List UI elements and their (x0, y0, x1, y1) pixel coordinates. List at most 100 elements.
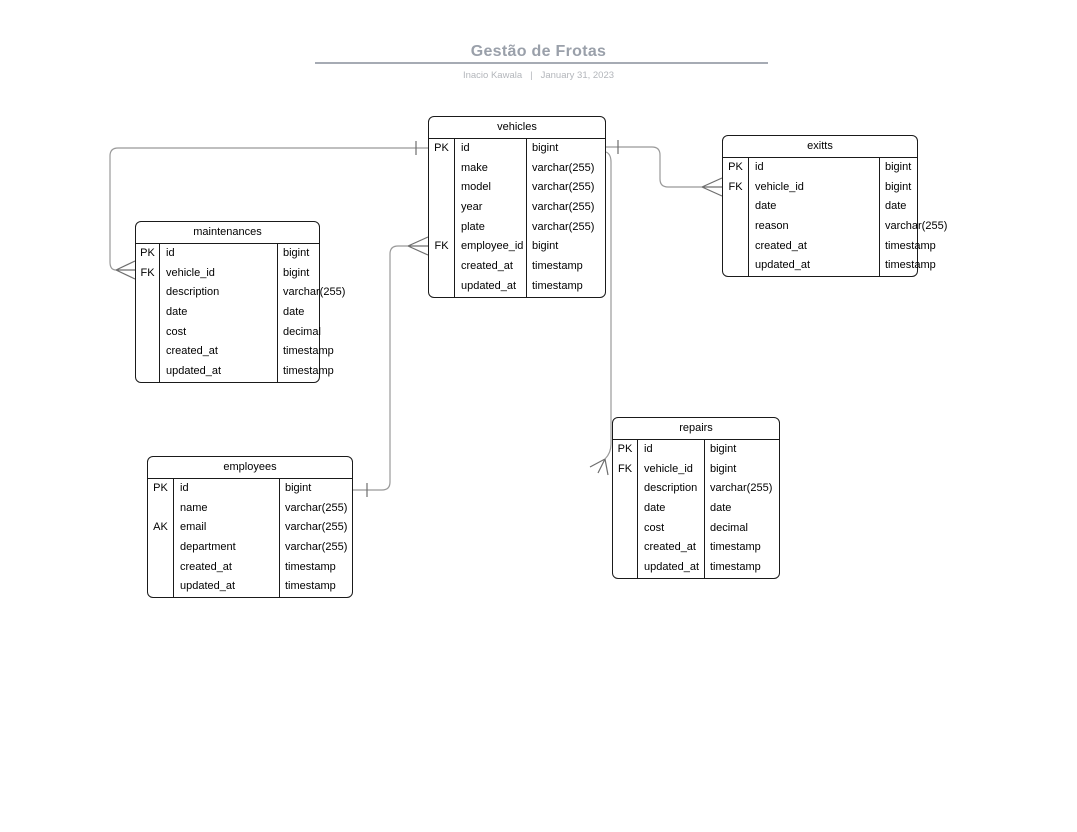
table-title: employees (148, 457, 352, 479)
type-cell: timestamp (283, 365, 334, 378)
title-rule (315, 62, 768, 64)
field-cell: vehicle_id (160, 263, 278, 284)
key-cell (148, 557, 174, 578)
key-cell: FK (613, 459, 638, 480)
diagram-date: January 31, 2023 (540, 70, 615, 81)
field-cell: created_at (749, 236, 880, 257)
type-cell: bigint (532, 240, 559, 253)
relationship-vehicles-exitts (606, 140, 723, 197)
key-cell (148, 498, 174, 519)
table-title: repairs (613, 418, 779, 440)
field-cell: cost (160, 322, 278, 343)
type-cell: timestamp (885, 239, 936, 252)
type-cell: bigint (885, 180, 912, 193)
key-cell: FK (723, 177, 749, 198)
crow-foot-icon (115, 260, 136, 280)
relationship-employees-vehicles (353, 236, 429, 497)
type-cell: timestamp (710, 561, 761, 574)
key-cell: FK (136, 263, 160, 284)
key-cell (136, 362, 160, 382)
key-cell: AK (148, 518, 174, 539)
key-cell (613, 558, 638, 578)
crow-foot-icon (589, 458, 609, 476)
type-cell: bigint (885, 161, 912, 173)
type-cell: bigint (285, 482, 312, 494)
key-cell: PK (148, 479, 174, 499)
field-cell: vehicle_id (638, 459, 705, 480)
subtitle-separator: | (530, 70, 533, 81)
type-cell: decimal (710, 521, 748, 534)
table-title: maintenances (136, 222, 319, 244)
field-cell: created_at (160, 342, 278, 363)
key-cell (148, 577, 174, 598)
table-title: vehicles (429, 117, 605, 139)
field-cell: id (160, 244, 278, 264)
type-cell: date (885, 200, 907, 213)
field-cell: reason (749, 217, 880, 237)
diagram-title: Gestão de Frotas (470, 43, 607, 60)
table-title: exitts (723, 136, 917, 158)
field-cell: department (174, 538, 280, 558)
key-cell (429, 217, 455, 238)
field-cell: updated_at (638, 558, 705, 578)
relationship-vehicles-maintenances (109, 141, 428, 280)
field-cell: model (455, 178, 527, 199)
field-cell: updated_at (174, 577, 280, 598)
type-cell: varchar(255) (285, 501, 348, 514)
type-cell: timestamp (285, 580, 336, 593)
field-cell: description (160, 283, 278, 304)
key-cell (613, 538, 638, 559)
type-cell: varchar(255) (885, 220, 948, 233)
field-cell: year (455, 198, 527, 218)
field-cell: id (749, 158, 880, 178)
key-cell (723, 236, 749, 257)
type-cell: varchar(255) (283, 286, 346, 299)
field-cell: employee_id (455, 237, 527, 258)
field-cell: id (174, 479, 280, 499)
type-cell: date (283, 306, 305, 319)
type-cell: varchar(255) (285, 521, 348, 534)
key-cell (429, 198, 455, 218)
key-cell (613, 499, 638, 519)
diagram-subtitle: Inacio Kawala|January 31, 2023 (0, 70, 1077, 81)
key-cell: PK (136, 244, 160, 264)
type-cell: date (710, 502, 732, 515)
type-cell: varchar(255) (532, 161, 595, 174)
field-cell: updated_at (160, 362, 278, 382)
key-cell (429, 257, 455, 277)
relationship-vehicles-repairs (589, 151, 612, 476)
key-cell (429, 276, 455, 297)
key-cell: PK (429, 139, 455, 159)
field-cell: make (455, 158, 527, 179)
key-cell: FK (429, 237, 455, 258)
type-cell: timestamp (885, 259, 936, 272)
field-cell: plate (455, 217, 527, 238)
key-cell (136, 303, 160, 323)
field-cell: description (638, 479, 705, 500)
key-cell (429, 158, 455, 179)
key-cell (613, 518, 638, 539)
type-cell: varchar(255) (285, 541, 348, 554)
type-cell: bigint (283, 247, 310, 259)
key-cell (136, 342, 160, 363)
key-cell (723, 197, 749, 218)
type-cell: bigint (283, 266, 310, 279)
field-cell: created_at (638, 538, 705, 559)
key-cell (723, 217, 749, 237)
key-cell (148, 538, 174, 558)
type-cell: varchar(255) (532, 220, 595, 233)
field-cell: created_at (455, 257, 527, 277)
field-cell: date (638, 499, 705, 519)
field-cell: created_at (174, 557, 280, 578)
field-cell: id (638, 440, 705, 460)
type-cell: timestamp (285, 560, 336, 573)
key-cell (613, 479, 638, 500)
type-cell: timestamp (710, 541, 761, 554)
type-cell: timestamp (532, 279, 583, 292)
